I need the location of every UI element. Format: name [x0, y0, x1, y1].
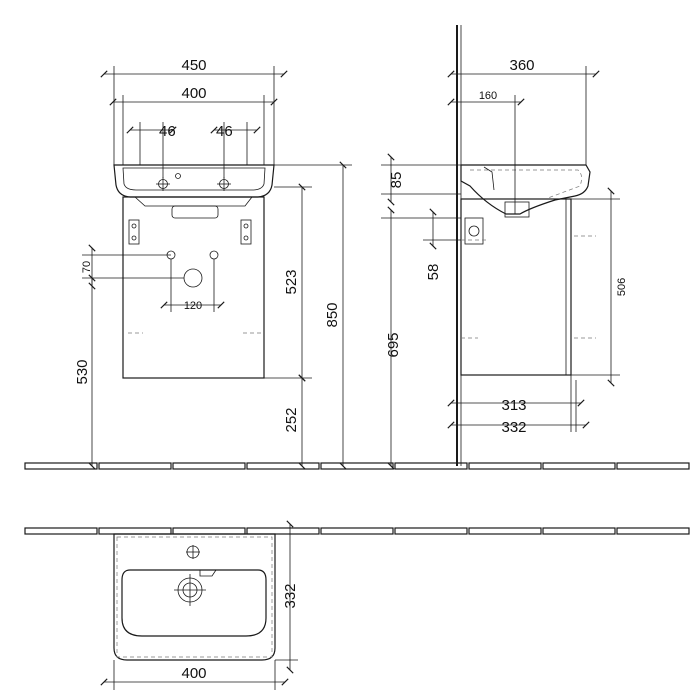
front-basin	[113, 164, 275, 198]
side-wall-fixing	[464, 217, 484, 245]
tap-hole-right	[217, 177, 231, 191]
dim-tap-offset: 160	[479, 90, 497, 102]
dim-drain-spacing: 120	[184, 300, 202, 312]
dim-drain-offset: 70	[81, 261, 93, 273]
dim-basin-depth: 360	[509, 57, 534, 74]
plan-tap-hole	[186, 545, 200, 559]
wall-fixing-right	[240, 219, 252, 245]
dim-floor-to-trap: 695	[385, 332, 402, 357]
dim-plan-depth: 332	[282, 583, 299, 608]
front-cabinet	[122, 196, 265, 379]
plan-view	[113, 533, 276, 661]
front-dimensions: 450 400 46 46 523 252 850 70 530	[74, 57, 352, 470]
plan-drain	[174, 574, 206, 606]
dim-side-cabinet-height: 506	[616, 278, 628, 296]
dim-plan-width: 400	[181, 665, 206, 682]
drain-connection	[183, 268, 203, 288]
side-cabinet	[460, 198, 572, 376]
dim-tap-left: 46	[159, 123, 176, 140]
side-dimensions: 360 160 85 58 695 506 313 332	[381, 57, 628, 470]
dim-unit-width: 400	[181, 85, 206, 102]
wall-line-plan	[24, 527, 690, 535]
dim-waste-height: 58	[425, 264, 442, 281]
floor-line-elevation	[24, 462, 690, 470]
tap-hole-left	[156, 177, 170, 191]
dim-cabinet-depth-inner: 313	[501, 397, 526, 414]
dim-basin-thickness: 85	[388, 172, 405, 189]
wall-fixing-left	[128, 219, 140, 245]
dim-drain-height: 530	[74, 359, 91, 384]
front-view	[113, 164, 275, 379]
plan-bowl	[121, 569, 267, 637]
supply-connection-right	[209, 250, 219, 260]
plan-dimensions: 332 400	[100, 520, 299, 690]
dim-cabinet-depth-outer: 332	[501, 419, 526, 436]
dim-cabinet-height: 523	[283, 269, 300, 294]
dim-tap-right: 46	[216, 123, 233, 140]
dim-floor-to-cabinet: 252	[283, 407, 300, 432]
dim-floor-to-basin: 850	[324, 302, 341, 327]
dim-basin-width: 450	[181, 57, 206, 74]
plan-basin-outline	[113, 533, 276, 661]
